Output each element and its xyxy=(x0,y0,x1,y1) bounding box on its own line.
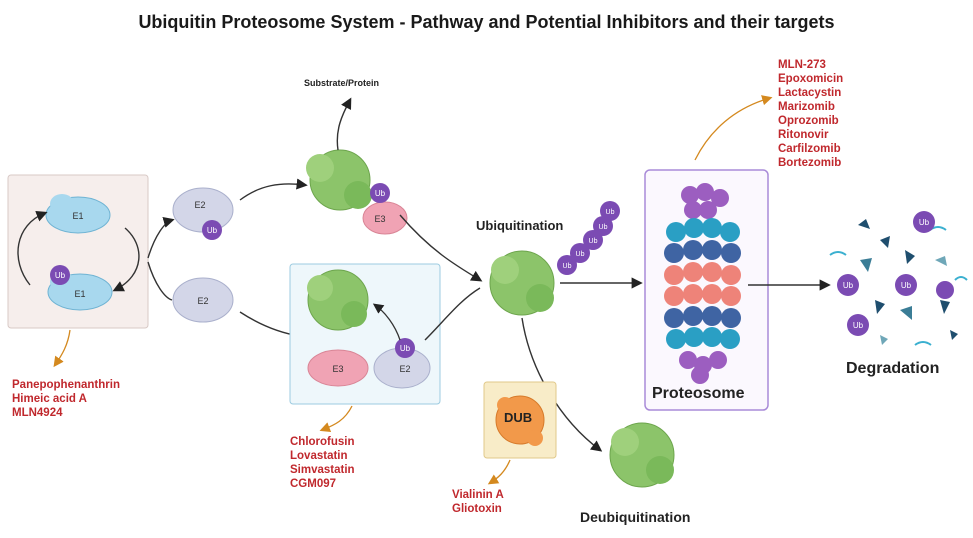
inhibitor-item: Lactacystin xyxy=(778,87,842,99)
inhibitor-item: Chlorofusin xyxy=(290,436,355,448)
inhibitor-item: Himeic acid A xyxy=(12,393,87,405)
inhibitor-item: MLN-273 xyxy=(778,59,826,71)
e2-top-enzyme: E2 xyxy=(172,187,234,233)
svg-text:Ub: Ub xyxy=(901,281,912,290)
ubiquitination-label: Ubiquitination xyxy=(476,218,564,233)
svg-text:Ub: Ub xyxy=(843,281,854,290)
polyubiquitin-chain: Ub Ub Ub Ub Ub xyxy=(557,201,620,275)
ubiquitinated-substrate xyxy=(489,250,555,316)
e1-top-enzyme: E1 xyxy=(45,194,111,234)
proteosome-inhibitor-list: MLN-273 Epoxomicin Lactacystin Marizomib… xyxy=(778,58,843,170)
substrate-lower xyxy=(307,269,369,331)
svg-text:Ub: Ub xyxy=(606,209,615,216)
inhibitor-item: CGM097 xyxy=(290,478,337,490)
e3-upper: E3 xyxy=(362,201,408,235)
svg-text:E3: E3 xyxy=(374,214,385,224)
deubiquitination-label: Deubiquitination xyxy=(580,509,691,525)
svg-text:Ub: Ub xyxy=(599,224,608,231)
inhibitor-item: Ritonovir xyxy=(778,129,829,141)
inhibitor-item: Simvastatin xyxy=(290,464,355,476)
inhibitor-item: Carfilzomib xyxy=(778,143,841,155)
inhibitor-item: MLN4924 xyxy=(12,407,63,419)
svg-text:Ub: Ub xyxy=(207,226,218,235)
e2-e3-inhibitor-list: Chlorofusin Lovastatin Simvastatin CGM09… xyxy=(290,435,355,491)
svg-text:Ub: Ub xyxy=(853,321,864,330)
ub-icon-e1 xyxy=(50,265,70,285)
svg-text:Ub: Ub xyxy=(576,251,585,258)
dub-inhibitor-list: Vialinin A Gliotoxin xyxy=(452,488,504,516)
proteosome-complex xyxy=(664,183,741,384)
svg-text:Ub: Ub xyxy=(400,344,411,353)
diagram-title: Ubiquitin Proteosome System - Pathway an… xyxy=(138,12,835,32)
substrate-label: Substrate/Protein xyxy=(304,78,380,88)
svg-text:E2: E2 xyxy=(194,200,205,210)
e1-label-bottom: E1 xyxy=(74,289,85,299)
dub-enzyme xyxy=(495,395,545,446)
degradation-fragments xyxy=(829,219,968,346)
svg-text:E2: E2 xyxy=(399,364,410,374)
svg-text:Ub: Ub xyxy=(589,238,598,245)
e2-bottom-enzyme: E2 xyxy=(172,277,234,323)
svg-text:E3: E3 xyxy=(332,364,343,374)
substrate-upper xyxy=(306,149,372,211)
inhibitor-item: Oprozomib xyxy=(778,115,839,127)
inhibitor-item: Bortezomib xyxy=(778,157,842,169)
proteosome-label: Proteosome xyxy=(652,385,745,402)
svg-text:E2: E2 xyxy=(197,296,208,306)
e3-lower: E3 xyxy=(307,349,369,387)
degradation-label: Degradation xyxy=(846,360,940,377)
svg-text:Ub: Ub xyxy=(919,218,930,227)
svg-text:Ub: Ub xyxy=(375,189,386,198)
svg-text:Ub: Ub xyxy=(563,263,572,270)
inhibitor-item: Panepophenanthrin xyxy=(12,379,120,391)
ub-icon-upper xyxy=(370,183,390,203)
inhibitor-item: Vialinin A xyxy=(452,489,504,501)
e1-label-top: E1 xyxy=(72,211,83,221)
ub-icon-lower xyxy=(395,338,415,358)
deubiquitinated-substrate xyxy=(609,422,675,488)
dub-label: DUB xyxy=(504,410,533,425)
free-ubiquitins: Ub Ub Ub Ub xyxy=(837,211,954,336)
inhibitor-item: Epoxomicin xyxy=(778,73,844,85)
inhibitor-item: Lovastatin xyxy=(290,450,348,462)
ub-icon-e2-top xyxy=(202,220,222,240)
ub-label-e1: Ub xyxy=(55,271,66,280)
e1-inhibitor-list: Panepophenanthrin Himeic acid A MLN4924 xyxy=(12,378,120,420)
inhibitor-item: Gliotoxin xyxy=(452,503,502,515)
inhibitor-item: Marizomib xyxy=(778,101,835,113)
